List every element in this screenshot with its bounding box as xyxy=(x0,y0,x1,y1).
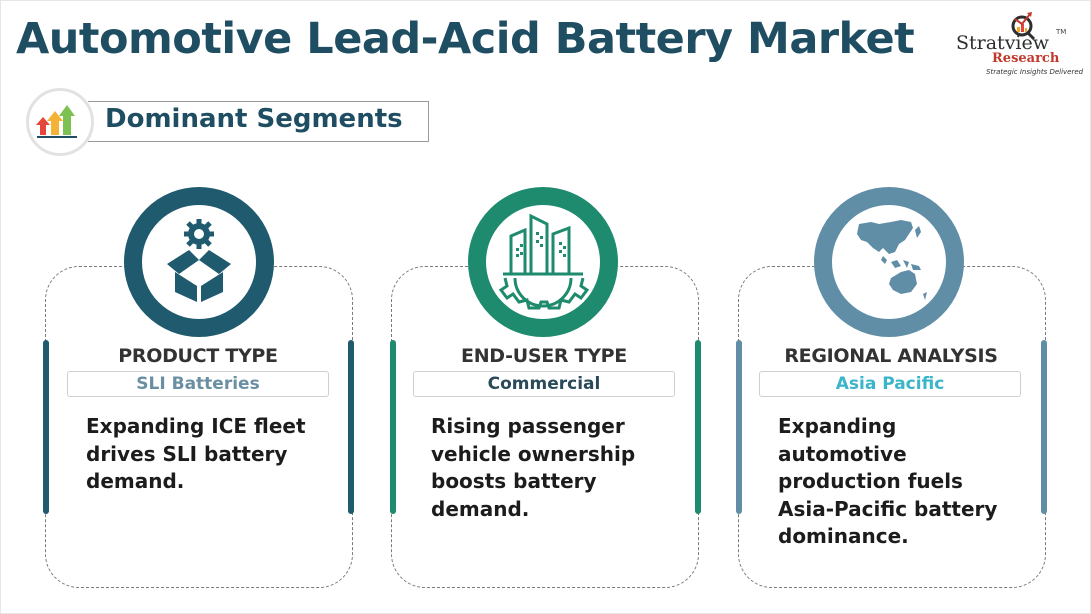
description-line: drives SLI battery xyxy=(86,441,288,466)
description-line: Expanding xyxy=(778,414,897,438)
logo-tagline: Strategic Insights Delivered xyxy=(986,68,1084,76)
logo-brand: Stratview xyxy=(956,32,1050,54)
description-line: boosts battery xyxy=(431,469,597,493)
section-label: Dominant Segments xyxy=(105,104,403,134)
description-line: production fuels xyxy=(778,469,963,493)
card-heading: PRODUCT TYPE xyxy=(118,345,278,367)
asia-pacific-map-icon xyxy=(857,220,927,300)
description-line: Asia-Pacific battery xyxy=(778,496,998,521)
card-right-accent xyxy=(348,340,354,514)
end-user-type-ring xyxy=(468,187,618,337)
card-description: Expanding automotive production fuels As… xyxy=(778,413,997,551)
description-line: Expanding ICE fleet xyxy=(86,414,306,438)
card-left-accent xyxy=(736,340,742,514)
magnifier-chart-icon xyxy=(1011,12,1036,41)
card-value-pill: SLI Batteries xyxy=(67,371,329,397)
card-left-accent xyxy=(390,340,396,514)
regional-analysis-ring xyxy=(814,187,964,337)
card-heading: REGIONAL ANALYSIS xyxy=(784,345,998,367)
logo-trademark: TM xyxy=(1056,28,1067,36)
card-right-accent xyxy=(1041,340,1047,514)
logo-research: Research xyxy=(992,51,1060,66)
product-type-ring xyxy=(124,187,274,337)
card-left-accent xyxy=(43,340,49,514)
rising-arrows-icon xyxy=(36,105,77,138)
description-line: demand. xyxy=(86,469,185,493)
card-description: Rising passenger vehicle ownership boost… xyxy=(431,413,635,523)
box-gear-icon xyxy=(167,219,231,302)
description-line: dominance. xyxy=(778,524,909,548)
description-line: Rising passenger xyxy=(431,414,625,438)
card-description: Expanding ICE fleet drives SLI battery d… xyxy=(86,413,306,496)
page-title: Automotive Lead-Acid Battery Market xyxy=(16,14,915,64)
card-right-accent xyxy=(695,340,701,514)
section-icon-badge xyxy=(26,88,94,156)
stratview-logo: Stratview TM Research Strategic Insights… xyxy=(950,6,1085,78)
card-heading: END-USER TYPE xyxy=(461,345,627,367)
section-label-box xyxy=(88,101,429,142)
card-value-pill: Asia Pacific xyxy=(759,371,1021,397)
description-line: automotive xyxy=(778,441,907,466)
description-line: demand. xyxy=(431,496,530,521)
description-line: vehicle ownership xyxy=(431,441,636,466)
buildings-gear-icon xyxy=(498,213,590,310)
card-value-pill: Commercial xyxy=(413,371,675,397)
